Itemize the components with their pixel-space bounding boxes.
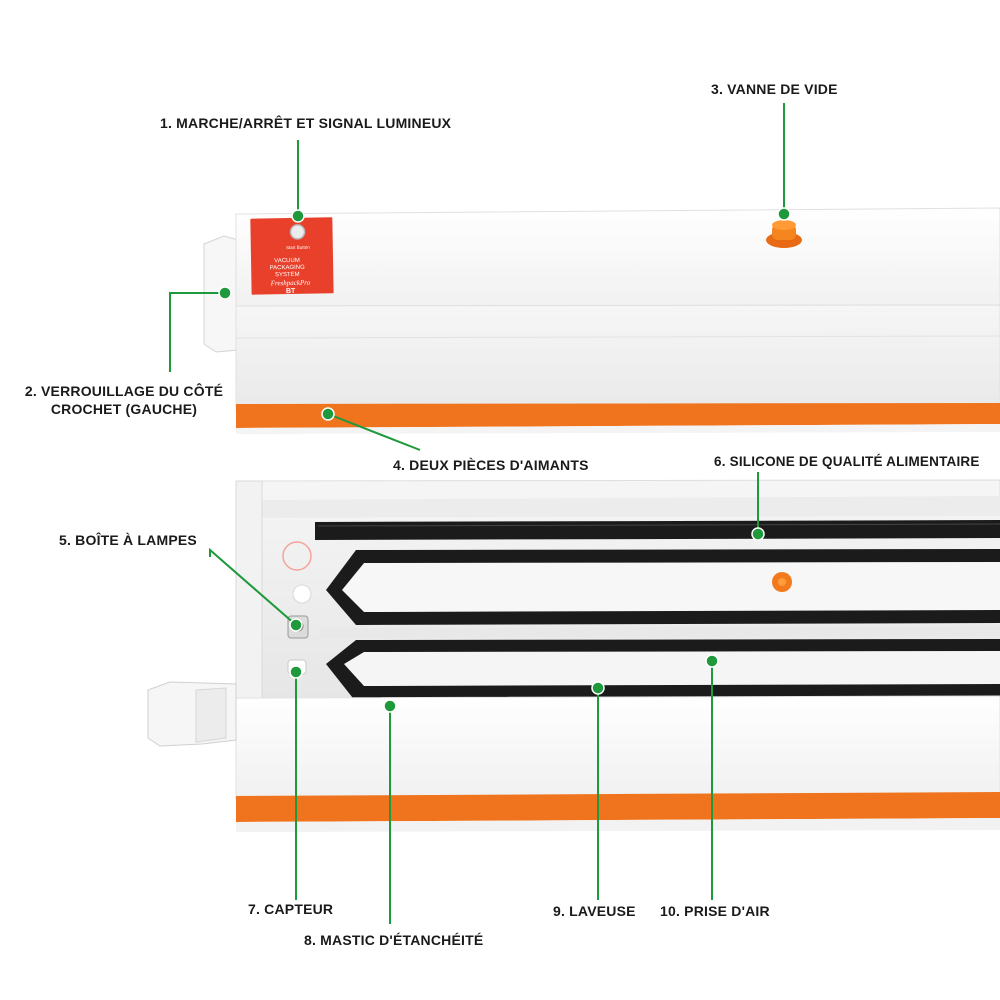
callout-dots (218, 207, 791, 713)
callout-line-4 (327, 413, 421, 451)
callout-label-2-line2: CROCHET (GAUCHE) (50, 401, 198, 417)
callout-label-2: 2. VERROUILLAGE DU CÔTÉ CROCHET (GAUCHE) (14, 382, 234, 418)
panel-line1: VACUUM (274, 258, 300, 264)
callout-line-5 (209, 547, 297, 626)
callout-label-7: 7. CAPTEUR (248, 901, 334, 917)
lid-orange-stripe (236, 403, 1000, 428)
lid-top-surface (235, 207, 1000, 307)
callout-dot-7 (289, 665, 303, 679)
base-unit (147, 479, 1000, 832)
base-front-face (235, 695, 1000, 801)
callout-dot-9 (591, 681, 605, 695)
lid-top-unit: Start Button VACUUM PACKAGING SYSTEM Fre… (203, 207, 1000, 434)
callout-dot-1 (291, 209, 305, 223)
callout-label-6: 6. SILICONE DE QUALITÉ ALIMENTAIRE (714, 454, 980, 469)
control-panel-plate (250, 217, 334, 295)
callout-label-3: 3. VANNE DE VIDE (711, 81, 838, 97)
callout-dot-4 (321, 407, 335, 421)
panel-line3: SYSTEM (275, 272, 300, 278)
callout-dot-8 (383, 699, 397, 713)
callout-line-2 (169, 292, 225, 372)
lamp-housing-ring (282, 541, 312, 571)
base-back-ridges (260, 496, 1000, 518)
lid-front-band (235, 304, 1000, 411)
callout-lines (169, 103, 785, 924)
vacuum-valve[interactable] (766, 220, 802, 248)
silicone-strip (315, 520, 1000, 540)
panel-model: BT (286, 288, 296, 295)
control-panel: Start Button VACUUM PACKAGING SYSTEM Fre… (250, 217, 334, 295)
callout-label-2-line1: 2. VERROUILLAGE DU CÔTÉ (24, 383, 224, 399)
panel-line2: PACKAGING (270, 265, 306, 272)
panel-button-text: Start Button (286, 245, 310, 250)
callout-label-9: 9. LAVEUSE (553, 903, 636, 919)
callout-dot-10 (705, 654, 719, 668)
callout-dot-6 (751, 527, 765, 541)
callout-label-8: 8. MASTIC D'ÉTANCHÉITÉ (304, 932, 484, 948)
panel-brand: FreshpackPro (270, 279, 311, 288)
callout-label-10: 10. PRISE D'AIR (660, 903, 770, 919)
callout-dot-2 (218, 286, 232, 300)
callout-label-1: 1. MARCHE/ARRÊT ET SIGNAL LUMINEUX (160, 115, 452, 131)
callout-dot-5 (289, 618, 303, 632)
base-orange-stripe (236, 792, 1000, 822)
power-button[interactable] (289, 224, 306, 240)
callout-label-4: 4. DEUX PIÈCES D'AIMANTS (393, 457, 589, 473)
callout-dot-3 (777, 207, 791, 221)
callout-label-5: 5. BOÎTE À LAMPES (59, 532, 197, 548)
